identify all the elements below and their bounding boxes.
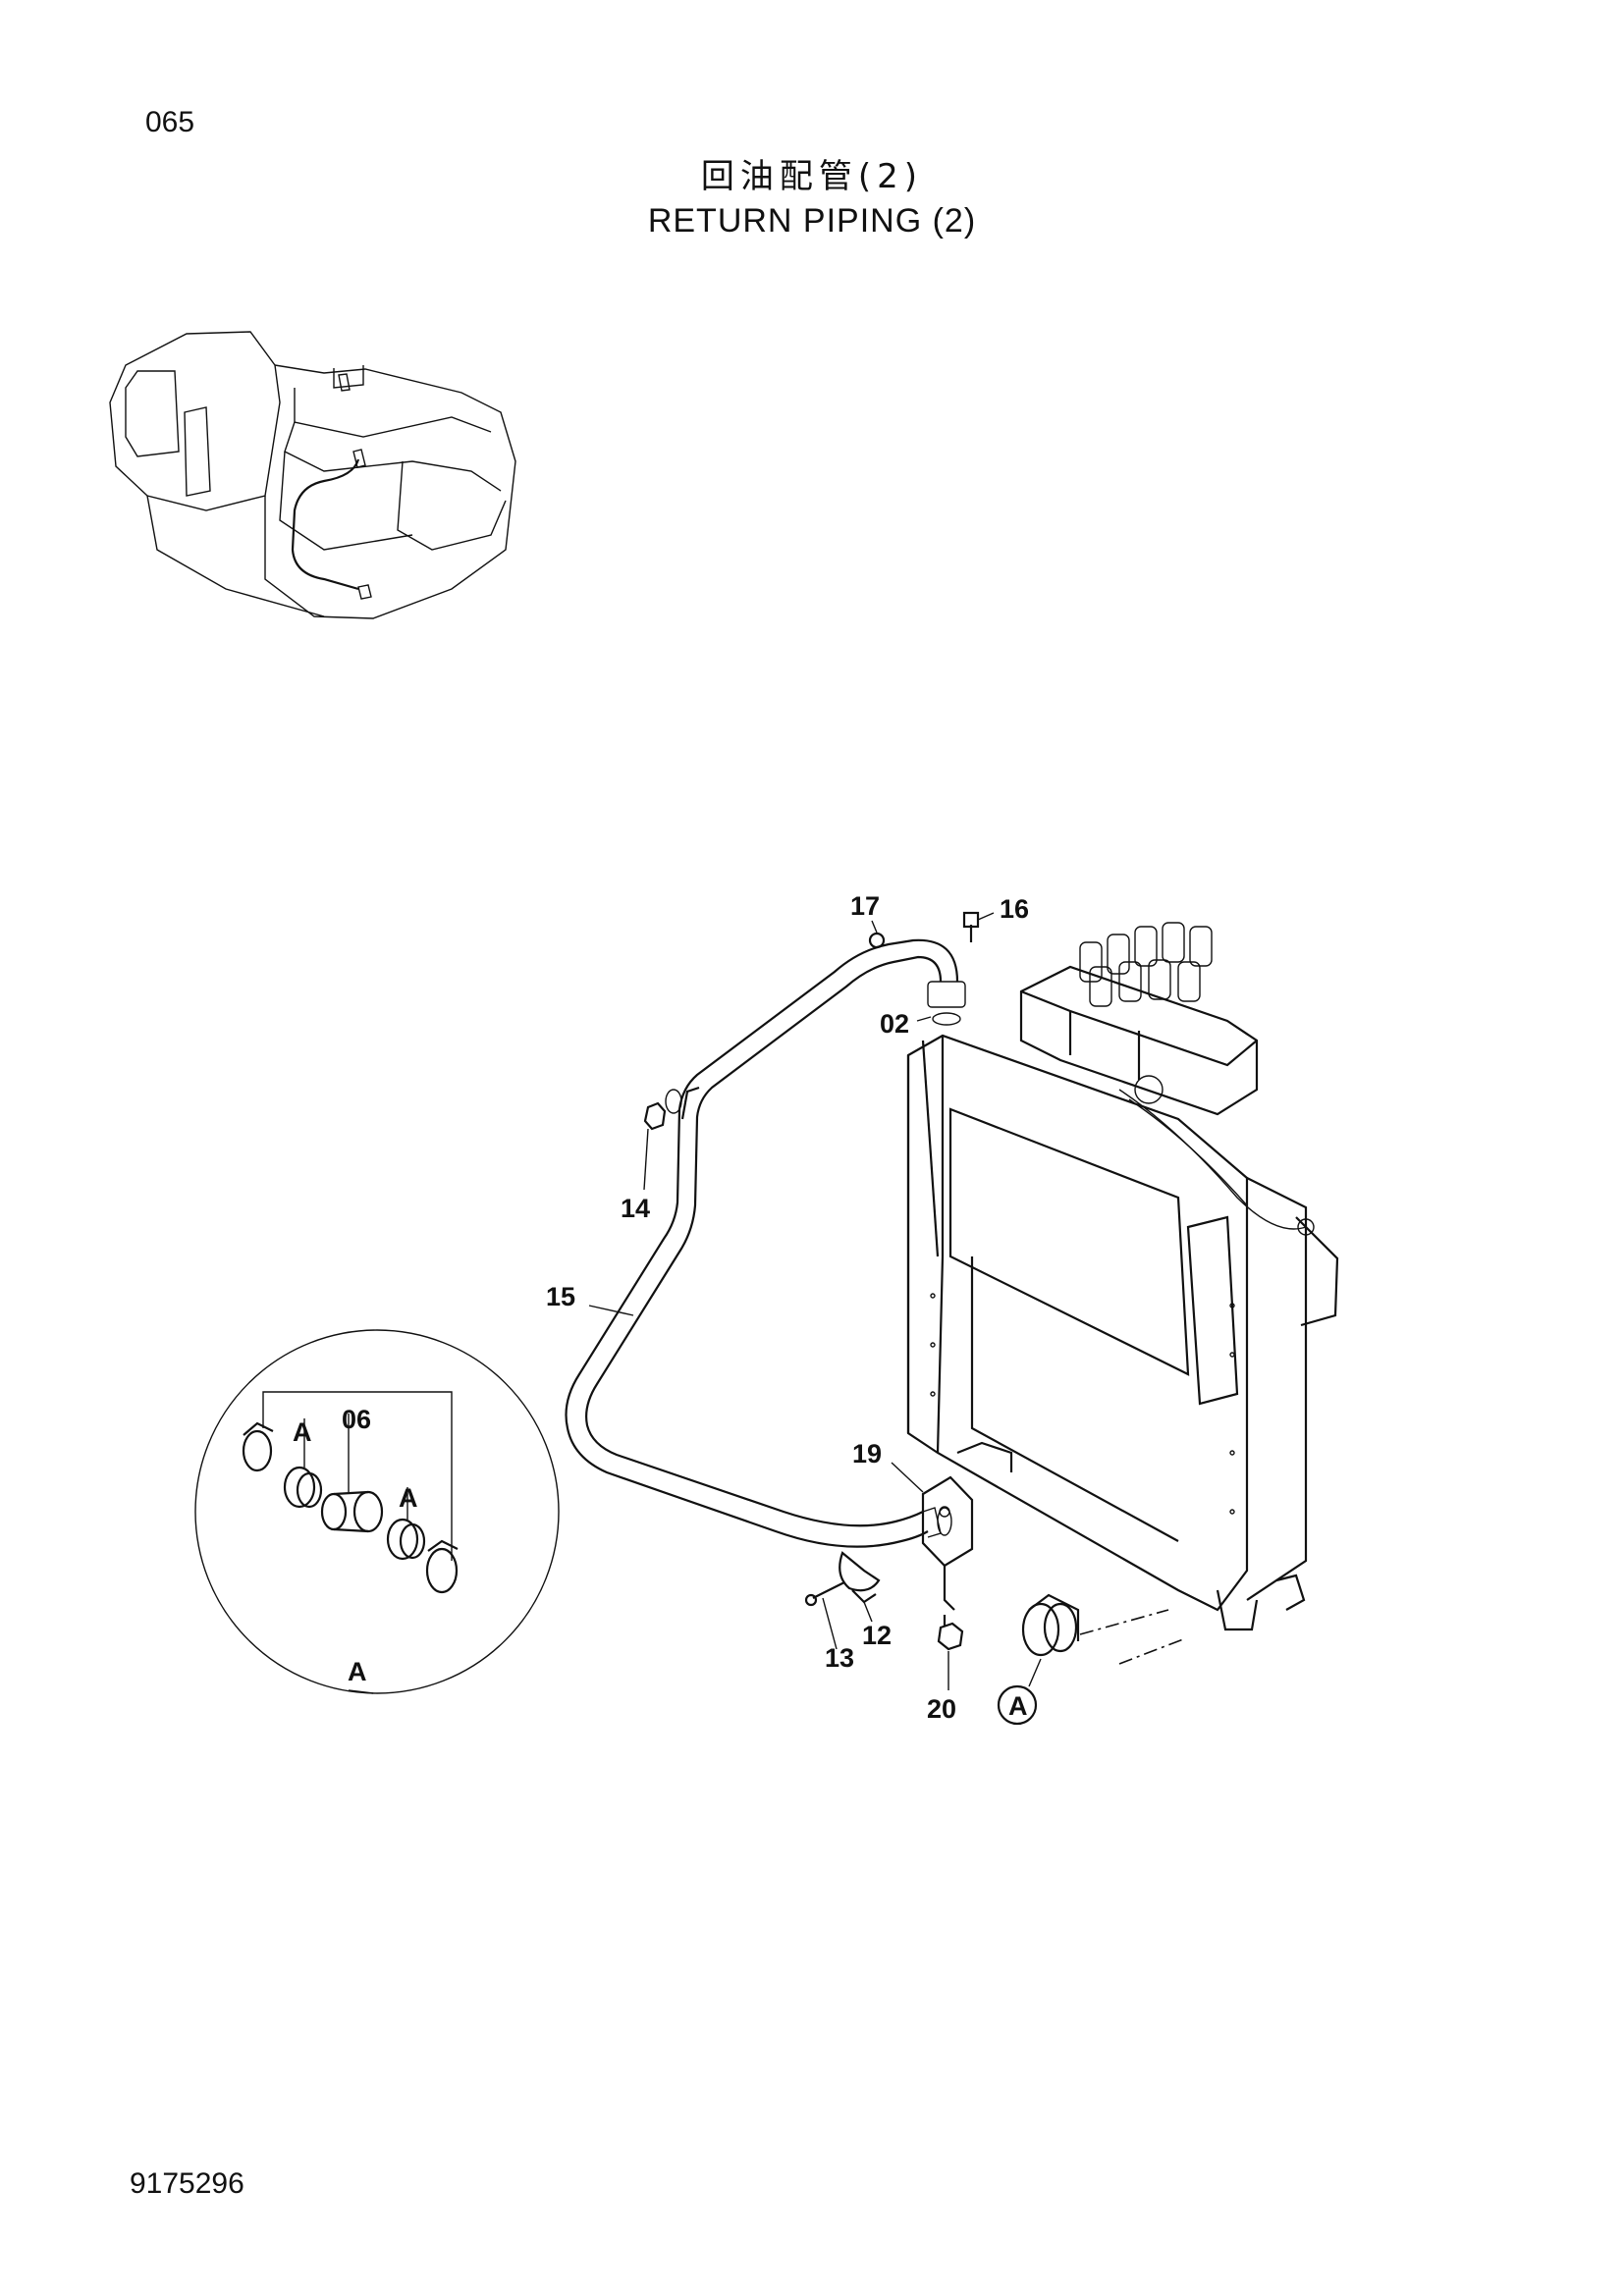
callout-12: 12 [862,1621,892,1650]
callout-17: 17 [850,891,880,921]
page-code: 065 [145,106,195,138]
callout-13: 13 [825,1643,854,1673]
detail-a-marker: A [997,1684,1038,1726]
control-valve-block [1019,922,1307,1230]
detail-a-marker-label: A [1008,1691,1028,1721]
excavator-locator-view [109,331,516,619]
callout-06: 06 [342,1405,371,1434]
cooler-radiator-unit [906,1034,1339,1631]
page-title-chinese: 回油配管(2) [700,157,924,196]
document-number: 9175296 [130,2167,244,2200]
leader-lines [588,912,1042,1690]
detail-view-a [194,1329,560,1694]
return-hose-assembly [565,938,966,1548]
page-title-english: RETURN PIPING (2) [647,202,977,240]
callout-14: 14 [621,1194,650,1223]
callout-19: 19 [852,1439,882,1468]
callout-02: 02 [880,1009,909,1039]
fasteners [643,911,1184,1665]
detail-a-caption: A [348,1657,367,1686]
callout-16: 16 [1000,894,1029,924]
callout-15: 15 [546,1282,575,1311]
detail-ref-a-right: A [399,1483,418,1513]
callout-20: 20 [927,1694,956,1724]
detail-ref-a-left: A [293,1417,312,1447]
